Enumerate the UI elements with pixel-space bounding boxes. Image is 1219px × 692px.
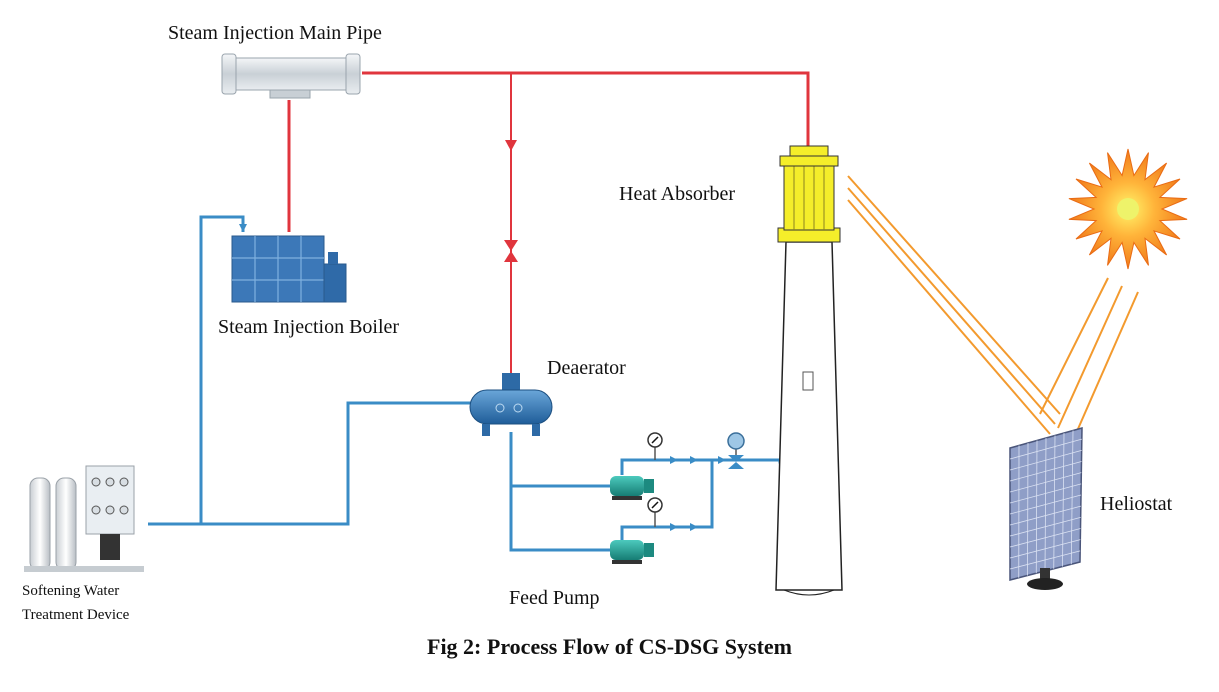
label-softening-line1: Softening Water [22,579,119,603]
water-line-deaerator-to-pump1 [511,432,610,486]
solar-tower-icon [776,242,842,595]
pressure-gauge-icon [648,498,662,527]
control-valve-icon [728,433,744,469]
main-pipe-icon [222,54,360,98]
figure-caption: Fig 2: Process Flow of CS-DSG System [0,634,1219,660]
heliostat-icon [1010,428,1082,590]
feed-pump-icon [610,540,654,564]
heat-absorber-icon [778,146,840,242]
flow-arrow-down [505,140,517,151]
label-softening-line2: Treatment Device [22,603,129,627]
label-deaerator: Deaerator [547,357,626,380]
pressure-gauge-icon [648,433,662,460]
label-feed-pump: Feed Pump [509,587,600,610]
deaerator-icon [470,373,552,436]
softening-device-icon [24,466,144,572]
feed-pump-icon [610,476,654,500]
boiler-icon [232,236,346,302]
water-line-softener-to-deaerator [148,403,472,524]
label-boiler: Steam Injection Boiler [218,316,399,339]
water-line-deaerator-to-pump2 [511,486,610,550]
valve-icon [504,240,518,262]
label-heliostat: Heliostat [1100,493,1172,516]
steam-line-main-to-absorber [362,73,808,148]
label-heat-absorber: Heat Absorber [619,183,735,206]
sun-icon [1069,149,1187,269]
label-main-pipe: Steam Injection Main Pipe [168,22,382,45]
